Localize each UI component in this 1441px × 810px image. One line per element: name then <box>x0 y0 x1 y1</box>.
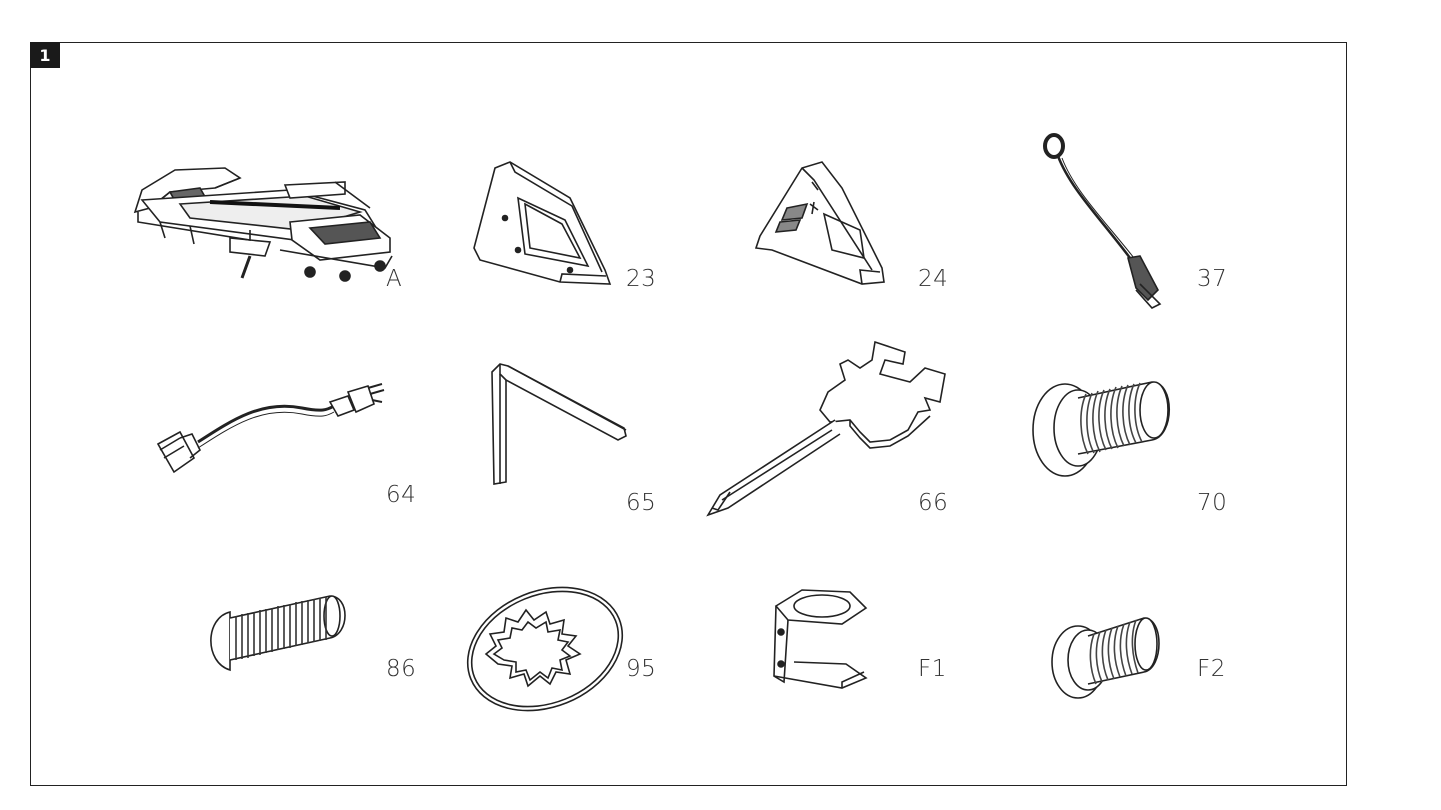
power-cord-icon <box>152 380 387 480</box>
part-label-F2: F2 <box>1197 656 1226 682</box>
part-label-66: 66 <box>918 490 949 516</box>
part-label-95: 95 <box>626 656 657 682</box>
part-label-37: 37 <box>1197 266 1228 292</box>
part-label-24: 24 <box>918 266 949 292</box>
part-label-86: 86 <box>386 656 417 682</box>
part-label-64: 64 <box>386 482 417 508</box>
figure-frame <box>30 42 1347 786</box>
part-label-65: 65 <box>626 490 657 516</box>
part-label-70: 70 <box>1197 490 1228 516</box>
right-side-cover-icon <box>752 158 897 288</box>
safety-key-clip-icon <box>1040 128 1170 313</box>
treadmill-icon <box>130 160 400 290</box>
lock-washer-icon <box>460 584 630 714</box>
bolt-icon <box>1030 372 1180 482</box>
bracket-icon <box>762 584 872 694</box>
short-bolt-icon <box>1048 610 1168 702</box>
part-label-F1: F1 <box>918 656 947 682</box>
figure-number-badge: 1 <box>30 42 60 68</box>
part-label-A: A <box>386 266 403 292</box>
allen-key-icon <box>486 362 636 488</box>
left-side-cover-icon <box>470 158 615 288</box>
part-label-23: 23 <box>626 266 657 292</box>
long-bolt-icon <box>200 590 360 680</box>
multi-tool-wrench-icon <box>700 340 955 525</box>
